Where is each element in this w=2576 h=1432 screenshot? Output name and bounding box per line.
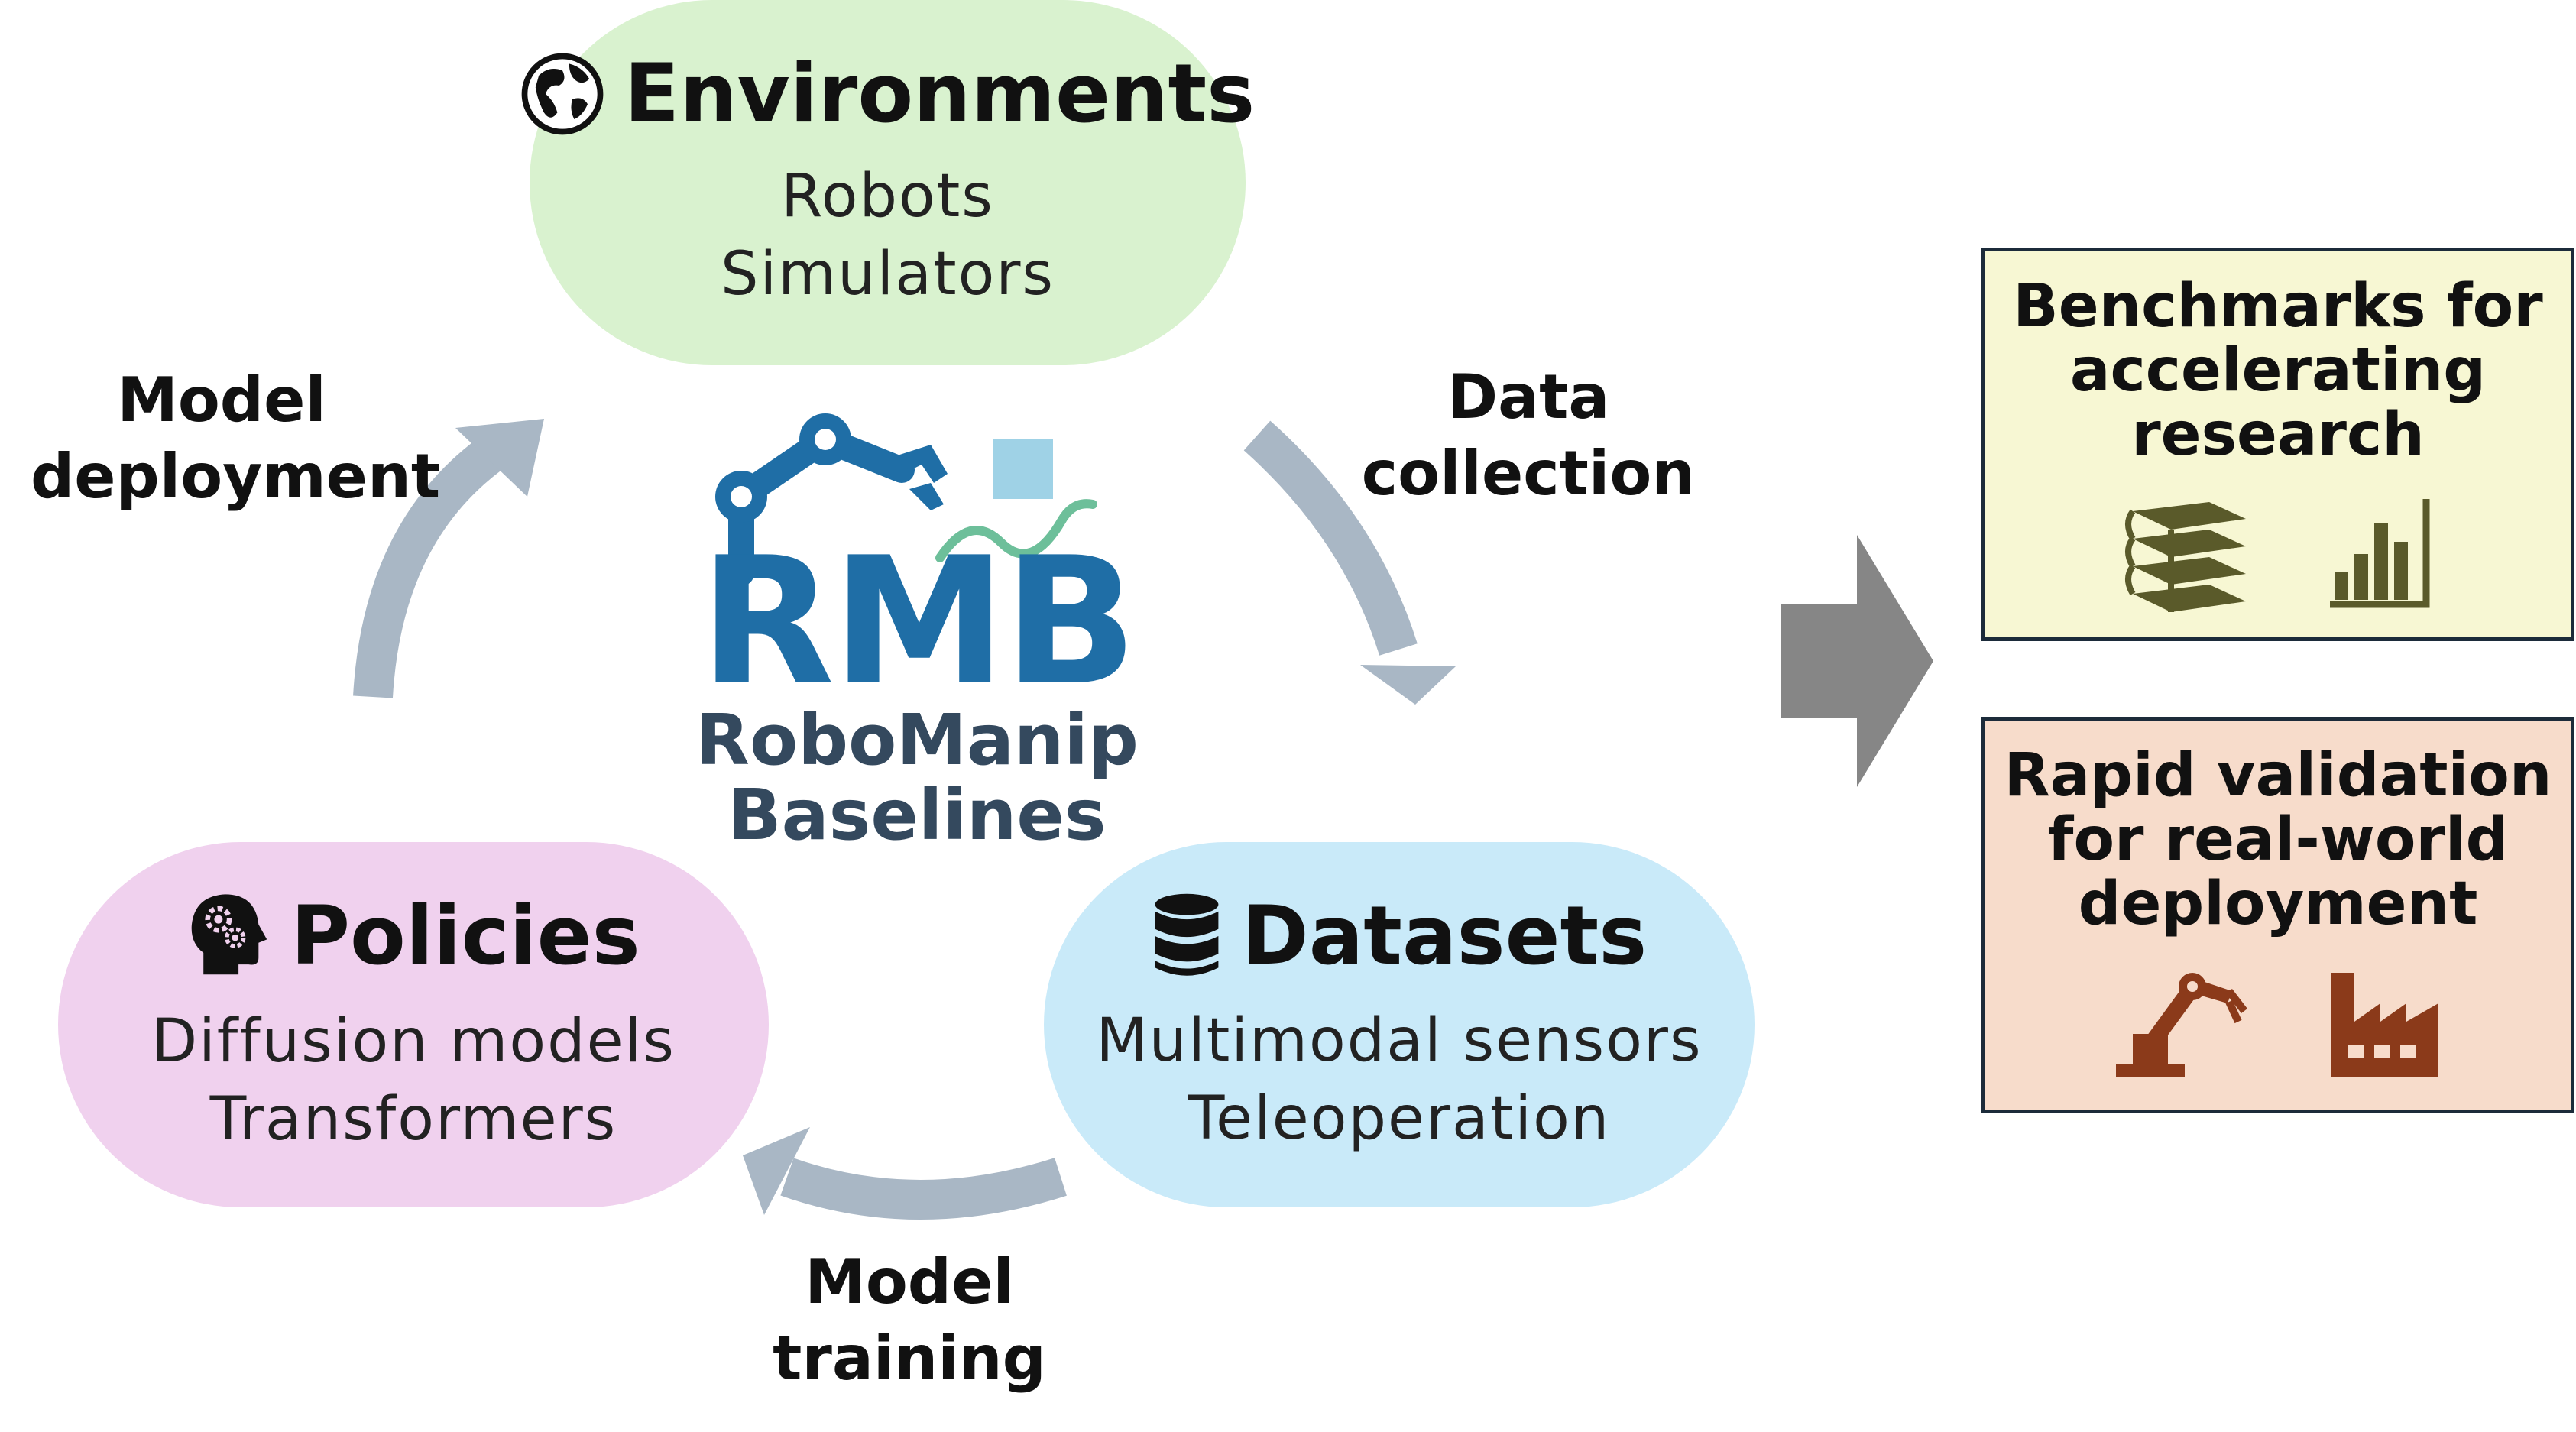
benchmarks-box: Benchmarks for accelerating research (1981, 248, 2574, 641)
environments-node: Environments Robots Simulators (521, 0, 1255, 365)
datasets-title: Datasets (1241, 889, 1648, 983)
environments-title: Environments (624, 47, 1256, 141)
edge-label-line: Data (1447, 361, 1610, 433)
rapid-validation-box: Rapid validation for real-world deployme… (1981, 717, 2574, 1113)
policies-item: Diffusion models (151, 1007, 676, 1076)
environments-header: Environments (520, 52, 1255, 136)
title-line: deployment (2078, 870, 2478, 938)
head-gears-icon (192, 894, 267, 975)
title-line: Benchmarks for (2013, 272, 2543, 341)
edge-label-line: collection (1361, 438, 1696, 509)
title-line: for real-world (2047, 805, 2509, 874)
result-arrow (1781, 535, 1933, 787)
logo-name-line: Baselines (727, 774, 1107, 856)
title-line: Rapid validation (2004, 741, 2552, 810)
edge-label-line: training (773, 1323, 1046, 1394)
books-icon (2125, 502, 2246, 612)
edge-label-line: deployment (31, 441, 441, 512)
collection-arrow (1243, 420, 1418, 656)
datasets-header: Datasets (1152, 892, 1647, 980)
policies-node: Policies Diffusion models Transformers (58, 842, 769, 1207)
deployment-arrow (353, 439, 501, 698)
policies-title: Policies (290, 889, 640, 983)
datasets-item: Teleoperation (1188, 1084, 1611, 1153)
edge-label-line: Model (117, 364, 326, 436)
globe-icon (521, 53, 604, 135)
deployment-arrowhead (455, 419, 544, 497)
environments-item: Robots (781, 162, 994, 231)
rapid-validation-title: Rapid validation for real-world deployme… (2004, 744, 2552, 936)
collection-arrowhead (1360, 665, 1456, 705)
logo-name-line: RoboManip (695, 699, 1139, 781)
database-icon (1155, 893, 1219, 976)
datasets-node: Datasets Multimodal sensors Teleoperatio… (1044, 842, 1755, 1207)
factory-icon (2331, 973, 2438, 1077)
benchmarks-title: Benchmarks for accelerating research (2013, 274, 2542, 467)
datasets-item: Multimodal sensors (1096, 1006, 1703, 1075)
policies-header: Policies (186, 891, 640, 981)
title-line: research (2131, 400, 2425, 469)
data-collection-label: Data collection (1360, 359, 1696, 512)
bar-chart-icon (2330, 499, 2430, 608)
model-training-label: Model training (741, 1244, 1077, 1397)
policies-item: Transformers (209, 1085, 617, 1154)
robot-arm-logo-icon (715, 413, 1097, 586)
training-arrow (780, 1158, 1067, 1220)
title-line: accelerating (2069, 336, 2487, 405)
training-arrowhead (743, 1127, 810, 1215)
edge-label-line: Model (805, 1246, 1014, 1317)
model-deployment-label: Model deployment (31, 362, 441, 515)
environments-item: Simulators (720, 240, 1055, 309)
robot-arm-icon (2116, 973, 2247, 1077)
logo-acronym: RMB (699, 520, 1137, 724)
